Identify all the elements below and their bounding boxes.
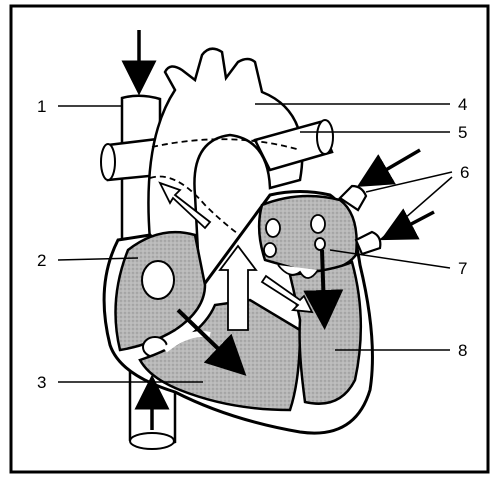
label-1: 1 bbox=[37, 97, 46, 116]
label-2: 2 bbox=[37, 251, 46, 270]
label-6: 6 bbox=[460, 163, 469, 182]
flow-arrow-left-ventricle bbox=[322, 250, 324, 310]
pulmonary-vein-lower bbox=[356, 232, 380, 254]
flow-arrow-pulmonary-vein-upper bbox=[372, 150, 420, 178]
label-4: 4 bbox=[458, 95, 467, 114]
label-8: 8 bbox=[458, 341, 467, 360]
vena-cava-opening-upper bbox=[142, 261, 174, 299]
label-7: 7 bbox=[458, 259, 467, 278]
label-5: 5 bbox=[458, 123, 467, 142]
label-3: 3 bbox=[37, 373, 46, 392]
